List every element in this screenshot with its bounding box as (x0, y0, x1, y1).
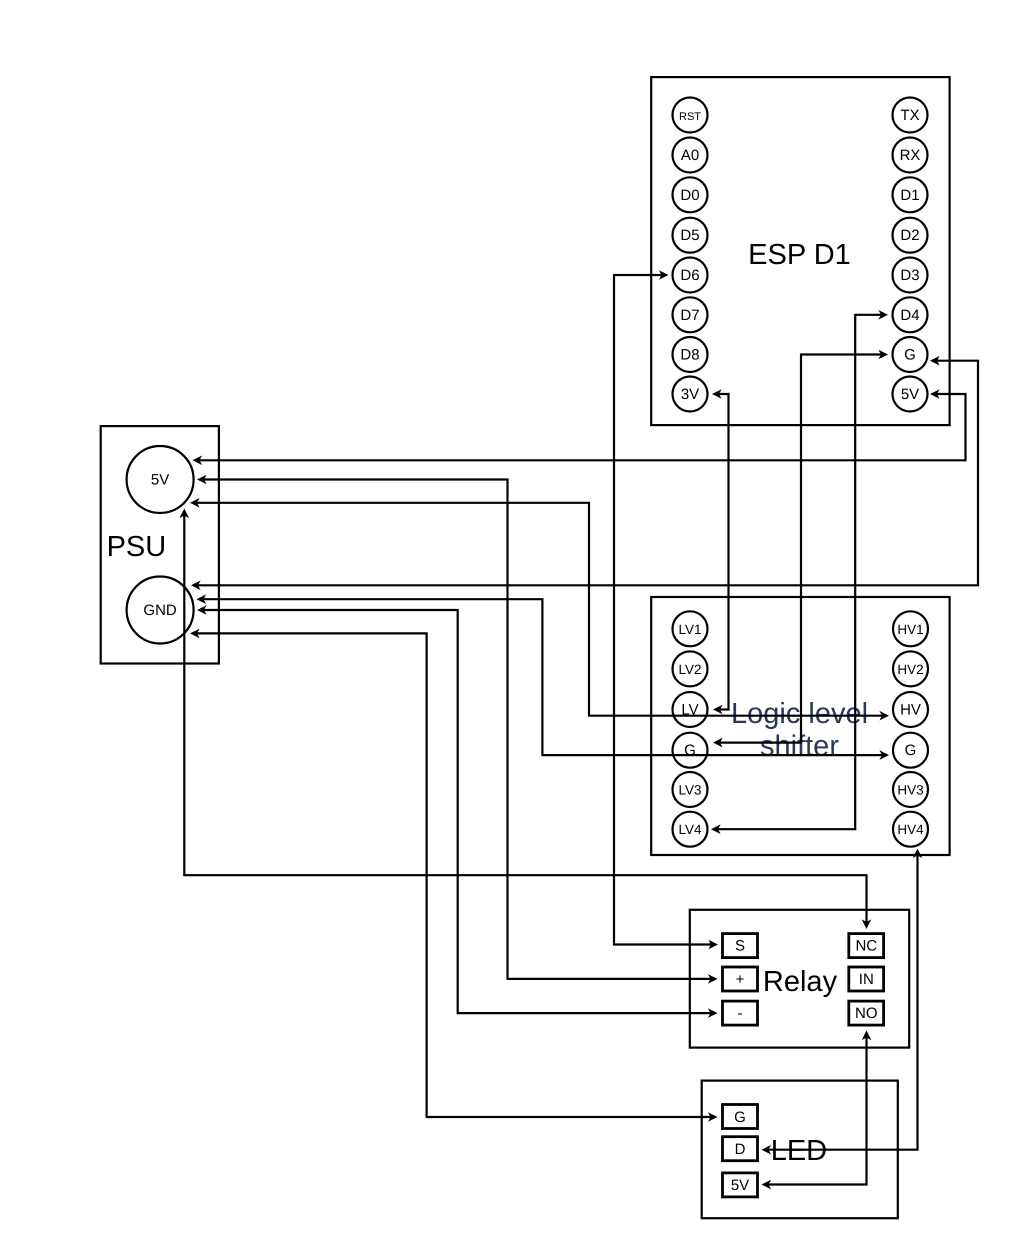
svg-text:5V: 5V (901, 386, 919, 403)
svg-text:shifter: shifter (760, 730, 839, 762)
svg-text:5V: 5V (151, 472, 169, 489)
svg-text:D3: D3 (900, 267, 919, 284)
svg-text:5V: 5V (731, 1177, 749, 1194)
svg-text:G: G (734, 1109, 746, 1126)
svg-text:Logic level: Logic level (731, 698, 868, 730)
svg-text:D4: D4 (900, 307, 919, 324)
svg-text:LV1: LV1 (678, 622, 701, 637)
svg-text:Relay: Relay (763, 966, 838, 998)
svg-text:D5: D5 (680, 227, 699, 244)
svg-text:HV1: HV1 (897, 622, 923, 637)
svg-text:HV: HV (900, 702, 921, 719)
svg-text:RST: RST (679, 111, 701, 123)
svg-text:D1: D1 (900, 187, 919, 204)
svg-text:LV4: LV4 (678, 822, 702, 837)
svg-text:NO: NO (855, 1005, 878, 1022)
svg-text:D7: D7 (680, 307, 699, 324)
svg-text:-: - (738, 1005, 743, 1022)
svg-text:NC: NC (855, 938, 877, 955)
svg-text:+: + (736, 971, 745, 988)
svg-text:S: S (735, 938, 745, 955)
svg-text:D8: D8 (680, 347, 699, 364)
svg-text:3V: 3V (681, 386, 699, 403)
svg-text:RX: RX (900, 147, 921, 164)
svg-text:G: G (684, 742, 696, 759)
svg-text:G: G (904, 347, 916, 364)
svg-text:TX: TX (900, 107, 919, 124)
svg-text:G: G (905, 742, 917, 759)
svg-text:PSU: PSU (107, 531, 167, 563)
svg-text:HV4: HV4 (897, 822, 924, 837)
svg-text:D2: D2 (900, 227, 919, 244)
svg-text:LV: LV (681, 702, 698, 719)
svg-text:D6: D6 (680, 267, 699, 284)
svg-text:IN: IN (859, 971, 874, 988)
svg-text:LV3: LV3 (678, 783, 701, 798)
svg-text:D: D (735, 1141, 746, 1158)
svg-text:HV2: HV2 (897, 662, 923, 677)
svg-text:LED: LED (771, 1135, 827, 1167)
svg-text:ESP D1: ESP D1 (748, 239, 851, 271)
svg-text:HV3: HV3 (897, 783, 923, 798)
svg-text:LV2: LV2 (678, 662, 701, 677)
svg-text:D0: D0 (680, 187, 699, 204)
svg-text:GND: GND (143, 602, 177, 619)
svg-text:A0: A0 (681, 147, 699, 164)
